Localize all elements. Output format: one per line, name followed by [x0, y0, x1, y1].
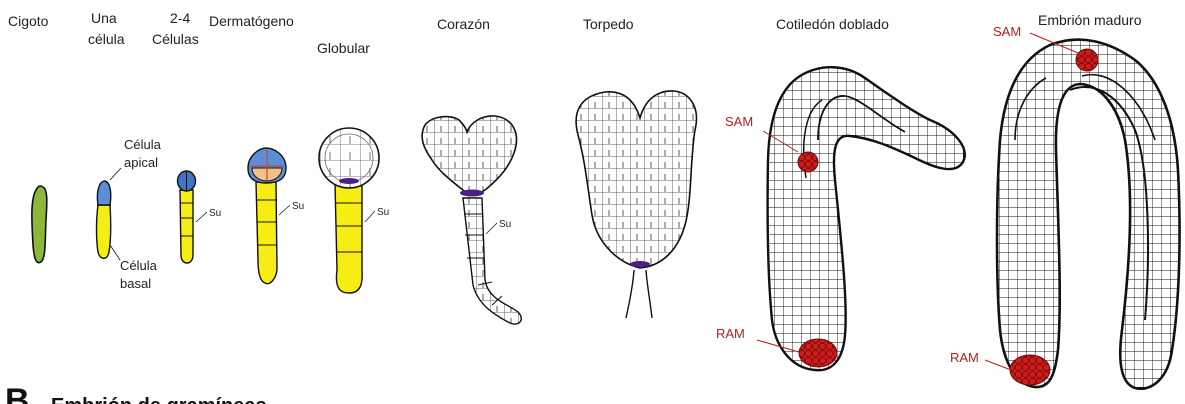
section-b-letter: B	[5, 382, 30, 404]
label-globular: Globular	[317, 40, 370, 56]
pointer-celula-basal	[110, 245, 120, 260]
label-su-4: Su	[499, 219, 511, 230]
label-cigoto: Cigoto	[8, 13, 49, 29]
label-una-celula-line2: célula	[88, 31, 125, 47]
label-celula-apical-line1: Célula	[124, 137, 162, 152]
pointer-su-1	[196, 212, 207, 222]
zygote-drawing	[32, 186, 47, 263]
label-su-1: Su	[209, 208, 221, 219]
label-ram-cotiledon: RAM	[716, 326, 745, 341]
label-celula-basal-line2: basal	[120, 276, 151, 291]
label-2-4-line1: 2-4	[170, 10, 190, 26]
label-celula-apical-line2: apical	[124, 155, 158, 170]
label-corazon: Corazón	[437, 16, 490, 32]
label-2-4-line2: Células	[152, 31, 199, 47]
torpedo-embryo	[576, 91, 696, 318]
pointer-su-4	[486, 223, 497, 234]
label-celula-basal-line1: Célula	[120, 258, 158, 273]
dermatogen-embryo	[248, 148, 286, 284]
label-embrion-maduro: Embrión maduro	[1038, 12, 1142, 28]
label-torpedo: Torpedo	[583, 16, 634, 32]
label-una-celula-line1: Una	[91, 10, 117, 26]
pointer-su-3	[365, 211, 375, 222]
label-cotiledon-doblado: Cotiledón doblado	[776, 16, 889, 32]
globular-embryo	[319, 128, 379, 293]
pointer-su-2	[279, 205, 290, 215]
one-cell-embryo	[97, 181, 112, 258]
label-su-2: Su	[292, 201, 304, 212]
two-four-cell-embryo	[178, 171, 196, 263]
pointer-celula-apical	[110, 168, 121, 180]
label-sam-cotiledon: SAM	[725, 114, 753, 129]
mature-embryo	[997, 40, 1180, 389]
section-b-title: Embrión de gramíneas	[51, 395, 267, 404]
bent-cotyledon-embryo	[768, 67, 965, 370]
label-sam-maduro: SAM	[993, 24, 1021, 39]
label-dermatogeno: Dermatógeno	[209, 13, 294, 29]
label-su-3: Su	[377, 207, 389, 218]
label-ram-maduro: RAM	[950, 350, 979, 365]
